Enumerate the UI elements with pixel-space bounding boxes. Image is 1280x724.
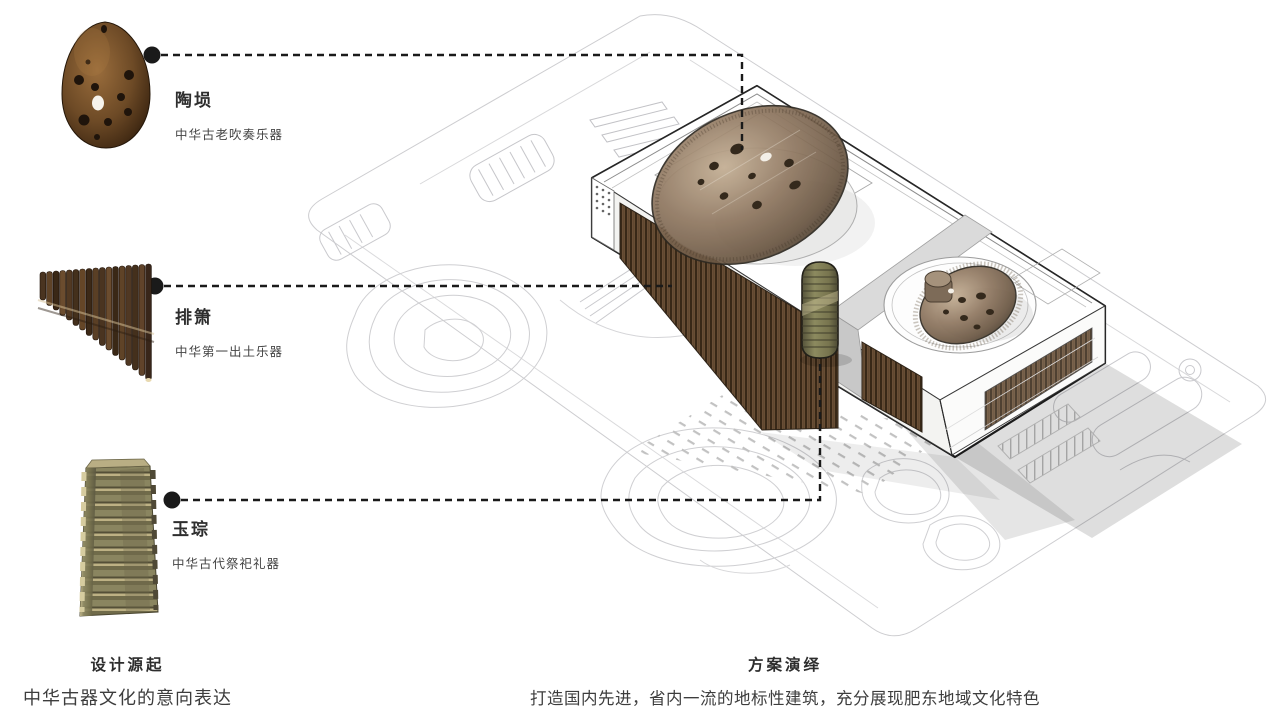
large-dome: [651, 104, 849, 266]
site-plan: [308, 14, 1266, 637]
scheme-interpretation-heading: 方案演绎: [747, 657, 822, 674]
artifact-title-yucong: 玉琮: [172, 520, 210, 539]
scheme-interpretation-caption: 打造国内先进，省内一流的地标性建筑，充分展现肥东地域文化特色: [530, 690, 1040, 708]
artifact-title-paixiao: 排箫: [175, 308, 213, 327]
callout-line-yucong: [181, 358, 822, 502]
dome-holes: [697, 143, 801, 210]
artifact-label-yucong: 玉琮 中华古代祭祀礼器: [172, 515, 280, 572]
design-origin-caption: 中华古器文化的意向表达: [23, 688, 232, 708]
callout-line-taoxun: [161, 53, 744, 150]
end-wall-window-dots: [595, 185, 611, 216]
parking-rows: [632, 394, 952, 494]
callout-lines: [161, 53, 822, 502]
artifact-subtitle-paixiao: 中华第一出土乐器: [175, 345, 284, 359]
callout-dot-taoxun: [143, 46, 161, 64]
louver-panel-sw: [861, 341, 923, 433]
artifact-label-taoxun: 陶埙 中华古老吹奏乐器: [175, 86, 283, 143]
cong-tower: [800, 261, 852, 367]
design-origin-heading: 设计源起: [90, 657, 165, 674]
louver-panel-se: [984, 327, 1093, 431]
artifact-label-paixiao: 排箫 中华第一出土乐器: [175, 303, 283, 360]
east-site-features: [997, 351, 1203, 484]
scheme-interpretation-block: 方案演绎 打造国内先进，省内一流的地标性建筑，充分展现肥东地域文化特色: [520, 653, 1050, 709]
small-dome: [912, 261, 1024, 351]
taoxun-image: [61, 21, 151, 149]
paixiao-image: [37, 263, 155, 382]
design-origin-block: 设计源起 中华古器文化的意向表达: [15, 653, 240, 710]
artifact-subtitle-taoxun: 中华古老吹奏乐器: [175, 128, 284, 142]
callout-dot-yucong: [163, 491, 181, 509]
building-axon: [590, 84, 1107, 459]
contour-lines-west: [346, 264, 548, 408]
artifact-title-taoxun: 陶埙: [175, 91, 213, 110]
yucong-image: [79, 458, 159, 617]
artifact-subtitle-yucong: 中华古代祭祀礼器: [172, 557, 281, 571]
